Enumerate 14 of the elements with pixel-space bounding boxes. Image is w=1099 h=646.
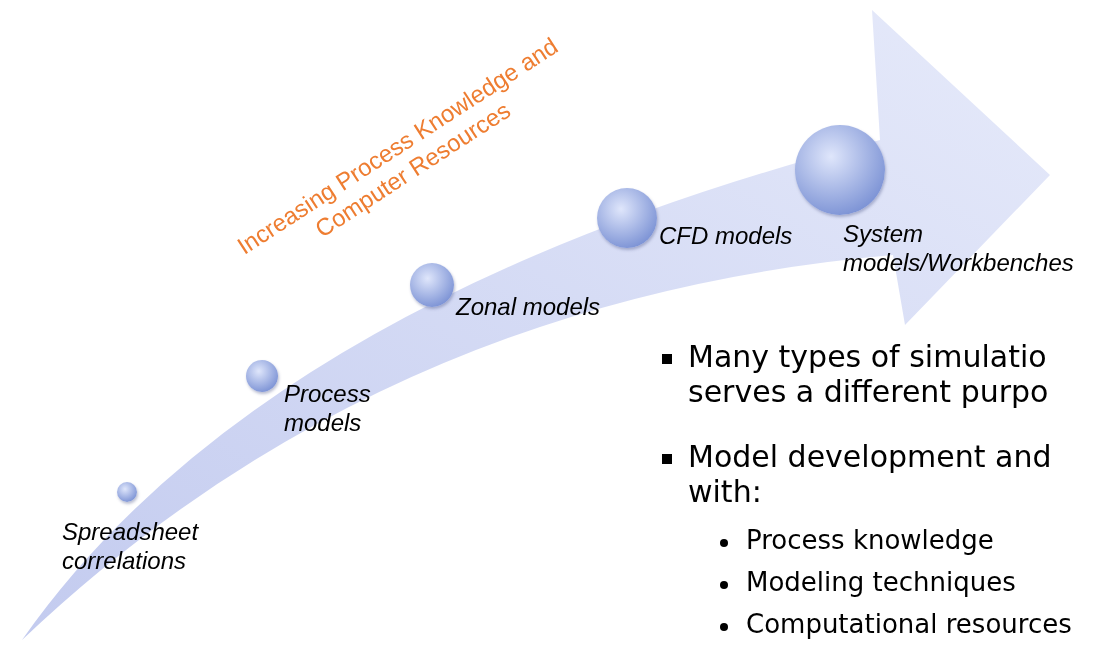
model-label: System models/Workbenches (843, 220, 1075, 278)
sphere-marker (410, 263, 454, 307)
model-label: Spreadsheet correlations (62, 518, 200, 576)
model-label: CFD models (659, 222, 794, 251)
model-label: Process models (284, 380, 372, 438)
bullet-text: Model development and with: (688, 440, 1053, 509)
bullet-text: Process knowledge (746, 526, 995, 556)
bullet-text: Many types of simulatio serves a different purpo (688, 340, 1050, 409)
sphere-marker (246, 360, 278, 392)
model-label: Zonal models (456, 293, 602, 322)
bullet-text: Computational resources (746, 610, 1073, 640)
bullet-text: Modeling techniques (746, 568, 1017, 598)
sphere-marker (117, 482, 137, 502)
sphere-marker (597, 188, 657, 248)
